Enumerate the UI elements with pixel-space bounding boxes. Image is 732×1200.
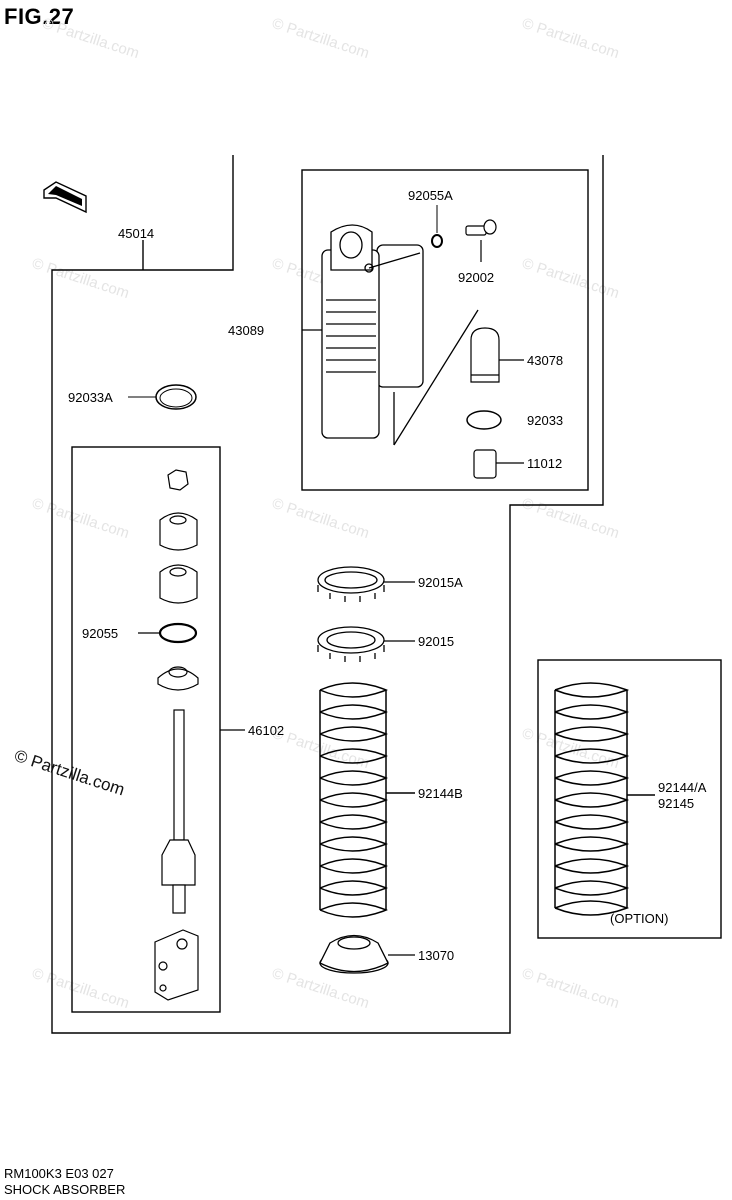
footer-code: RM100K3 E03 027 xyxy=(4,1166,114,1181)
label-92055A: 92055A xyxy=(408,188,453,203)
front-direction-arrow-icon xyxy=(43,181,87,214)
valve-11012 xyxy=(473,449,524,479)
locknut-92015 xyxy=(317,626,415,662)
label-92002: 92002 xyxy=(458,270,494,285)
ring-92033A xyxy=(128,384,197,410)
bolt-92002 xyxy=(465,219,497,262)
label-43089: 43089 xyxy=(228,323,264,338)
label-option: (OPTION) xyxy=(610,911,669,926)
spring-seat-13070 xyxy=(319,934,415,974)
label-46102: 46102 xyxy=(248,723,284,738)
footer-title: SHOCK ABSORBER xyxy=(4,1182,126,1197)
label-11012: 11012 xyxy=(527,456,562,471)
label-43078: 43078 xyxy=(527,353,563,368)
spring-92144A-option xyxy=(554,682,655,916)
figure-title: FIG.27 xyxy=(4,4,75,29)
label-92015: 92015 xyxy=(418,634,454,649)
label-92144A: 92144/A xyxy=(658,780,707,795)
option-box xyxy=(537,659,722,939)
assembly-outline xyxy=(51,155,604,1034)
label-92144B: 92144B xyxy=(418,786,463,801)
label-92145: 92145 xyxy=(658,796,694,811)
rod-assembly-46102 xyxy=(138,469,245,1001)
label-13070: 13070 xyxy=(418,948,454,963)
spring-92144B xyxy=(319,682,415,918)
locknut-92015A xyxy=(317,566,415,602)
cap-43078 xyxy=(470,327,524,383)
label-92033A: 92033A xyxy=(68,390,113,405)
label-45014: 45014 xyxy=(118,226,154,241)
label-92033: 92033 xyxy=(527,413,563,428)
shock-body-43089 xyxy=(302,224,479,446)
rod-assembly-box xyxy=(71,446,221,1013)
label-92015A: 92015A xyxy=(418,575,463,590)
ring-92033 xyxy=(466,410,502,430)
label-92055: 92055 xyxy=(82,626,118,641)
oring-92055A xyxy=(431,205,443,248)
